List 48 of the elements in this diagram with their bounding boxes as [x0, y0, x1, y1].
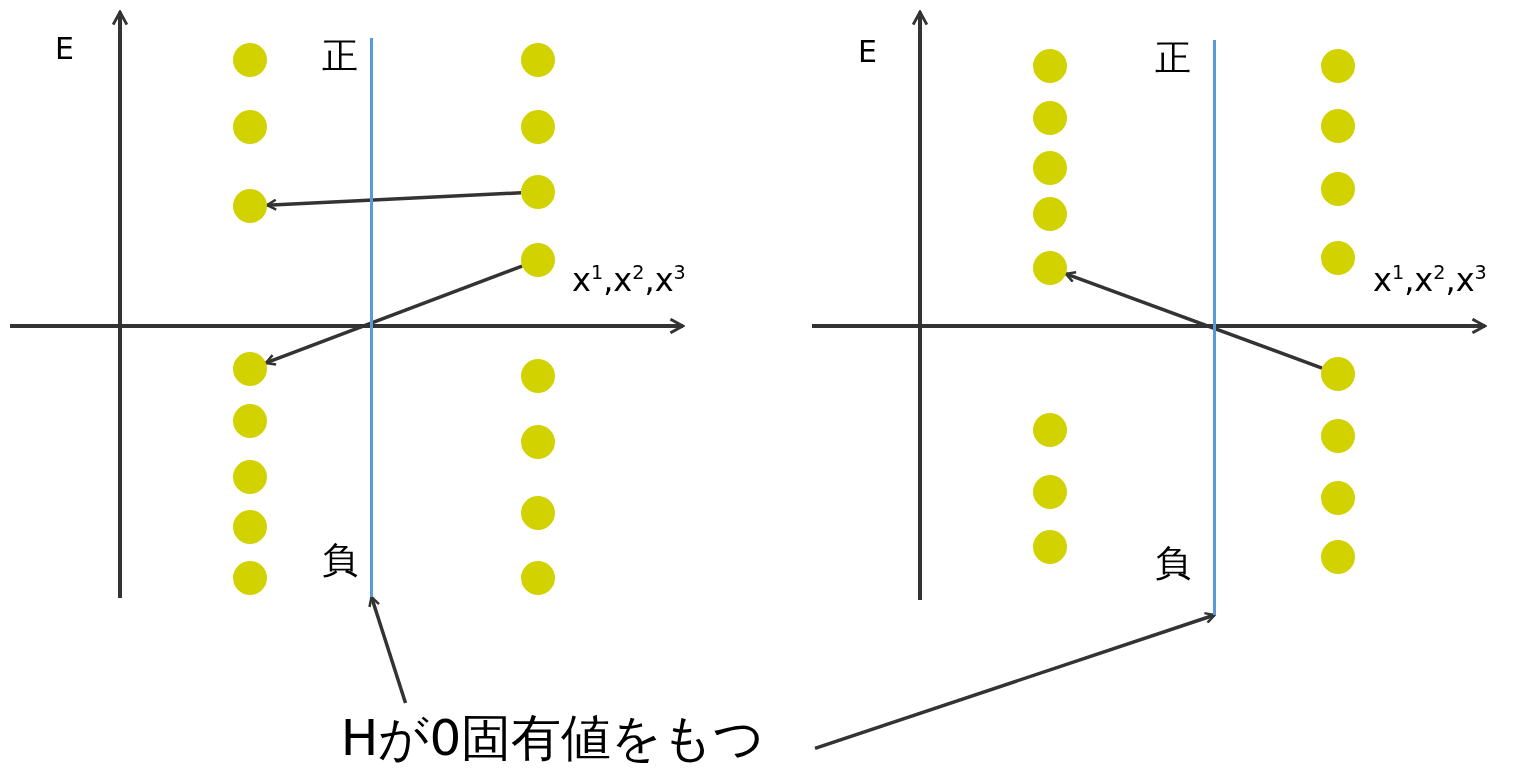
axis-label: x$^{1}$,x$^{2}$,x$^{3}$ [1373, 262, 1487, 298]
energy-level-dot [1033, 101, 1067, 135]
energy-level-dot [233, 110, 267, 144]
energy-level-dot [521, 175, 555, 209]
energy-level-dot [1321, 419, 1355, 453]
transition-arrow [1064, 271, 1323, 370]
energy-level-dot [233, 404, 267, 438]
energy-level-dot [1321, 109, 1355, 143]
caption-text: Hが0固有値をもつ [290, 703, 815, 775]
energy-level-dot [1321, 172, 1355, 206]
energy-level-dot [233, 510, 267, 544]
energy-level-dot [521, 43, 555, 77]
energy-level-dot [521, 110, 555, 144]
energy-level-dot [233, 189, 267, 223]
energy-level-dot [1033, 251, 1067, 285]
zero-line [1213, 40, 1216, 615]
energy-level-dot [1321, 49, 1355, 83]
energy-level-dot [521, 496, 555, 530]
energy-level-dot [1321, 357, 1355, 391]
energy-level-dot [1321, 481, 1355, 515]
transition-arrow [264, 264, 523, 366]
energy-level-dot [521, 243, 555, 277]
energy-level-dot [1033, 475, 1067, 509]
energy-level-dot [1033, 413, 1067, 447]
energy-level-dot [1321, 241, 1355, 275]
transition-arrow [265, 191, 522, 211]
energy-level-dot [1321, 540, 1355, 574]
energy-level-dot [521, 561, 555, 595]
energy-level-dot [521, 425, 555, 459]
region-label: 正 [1155, 38, 1191, 78]
region-label: 負 [322, 540, 358, 580]
axis-label: E [858, 35, 877, 68]
axis-label: E [55, 32, 74, 65]
leader-arrow [814, 611, 1216, 751]
energy-level-dot [1033, 197, 1067, 231]
energy-level-dot [1033, 530, 1067, 564]
axis-label: x$^{1}$,x$^{2}$,x$^{3}$ [572, 262, 686, 298]
region-label: 負 [1155, 543, 1191, 583]
region-label: 正 [322, 36, 358, 76]
energy-level-dot [233, 352, 267, 386]
zero-line [370, 38, 373, 597]
energy-level-dot [233, 561, 267, 595]
energy-level-dot [521, 359, 555, 393]
energy-level-dot [233, 43, 267, 77]
energy-level-dot [1033, 49, 1067, 83]
leader-arrow [368, 595, 408, 704]
energy-level-dot [233, 460, 267, 494]
energy-level-dot [1033, 151, 1067, 185]
